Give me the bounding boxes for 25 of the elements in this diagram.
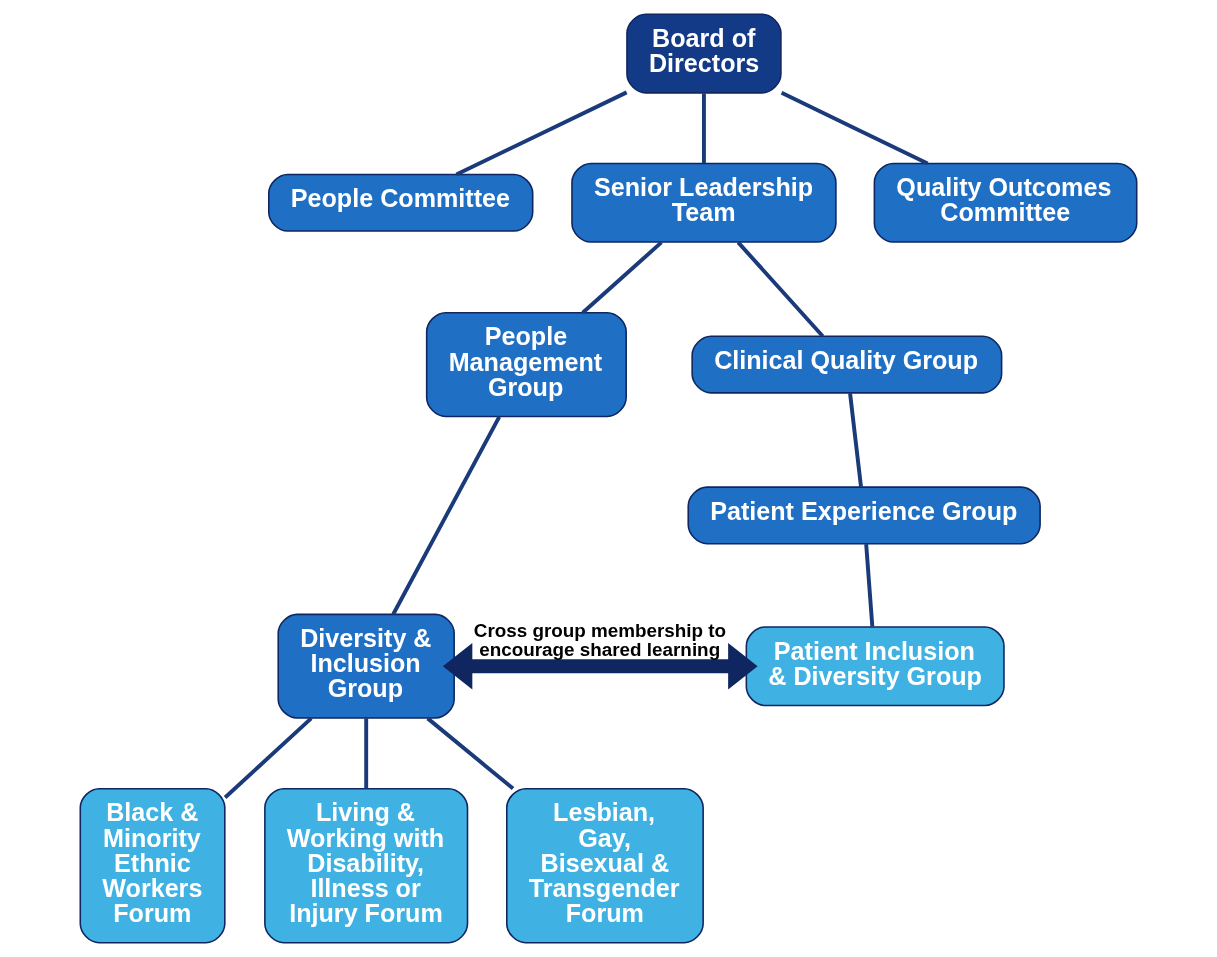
edge-label: Cross group membership to encourage shared learning xyxy=(473,620,727,661)
arrow xyxy=(442,643,758,690)
connector xyxy=(780,91,929,166)
connector xyxy=(581,240,663,315)
node-box: Patient Experience Group xyxy=(687,486,1041,545)
connector xyxy=(701,93,706,164)
node-box: Senior Leadership Team xyxy=(571,162,837,243)
connector xyxy=(864,543,875,627)
node-box: People Management Group xyxy=(425,312,627,418)
connector xyxy=(426,716,515,791)
connector xyxy=(455,90,628,177)
connector xyxy=(364,718,369,789)
node-box: Diversity & Inclusion Group xyxy=(277,613,455,719)
node-box: Black & Minority Ethnic Workers Forum xyxy=(79,787,226,944)
connector xyxy=(736,241,825,338)
node-box: Living & Working with Disability, Illness or Injury Forum xyxy=(264,787,469,944)
node-box: People Committee xyxy=(268,173,534,232)
node-box: Lesbian, Gay, Bisexual & Transgender Forum xyxy=(506,787,704,944)
connector xyxy=(848,393,863,488)
node-box: Quality Outcomes Committee xyxy=(873,162,1138,243)
node-box: Board of Directors xyxy=(626,13,782,94)
connector xyxy=(391,415,501,616)
node-box: Patient Inclusion & Diversity Group xyxy=(745,626,1005,707)
node-box: Clinical Quality Group xyxy=(691,335,1003,394)
connector xyxy=(223,716,313,799)
